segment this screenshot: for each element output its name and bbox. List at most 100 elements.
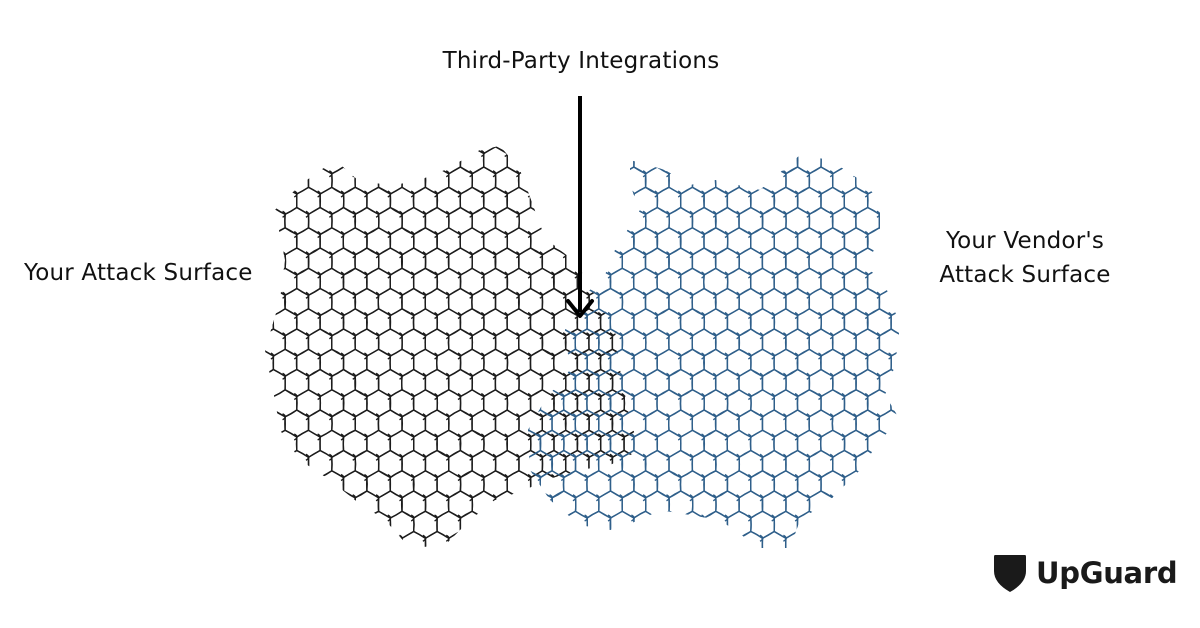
- mesh-twist: [528, 191, 531, 197]
- mesh-twist: [388, 151, 391, 157]
- mesh-cell: [517, 187, 541, 214]
- mesh-cell: [238, 167, 262, 194]
- mesh-cell: [891, 552, 915, 579]
- mesh-cell: [867, 471, 891, 498]
- mesh-cell: [261, 451, 285, 478]
- mesh-twist: [540, 171, 543, 177]
- mesh-cell: [856, 370, 880, 397]
- mesh-twist: [737, 535, 740, 541]
- mesh-cell: [868, 430, 892, 457]
- mesh-twist: [620, 576, 623, 582]
- mesh-twist: [271, 394, 274, 400]
- mesh-twist: [645, 191, 648, 197]
- mesh-cell: [774, 309, 797, 336]
- mesh-cell: [519, 532, 543, 559]
- mesh-cell: [624, 187, 648, 214]
- mesh-cell: [531, 147, 555, 174]
- mesh-cell: [716, 532, 739, 559]
- mesh-cell: [238, 208, 262, 235]
- mesh-twist: [585, 191, 588, 197]
- mesh-twist: [318, 515, 321, 521]
- mesh-cell: [645, 532, 669, 559]
- mesh-twist: [515, 434, 518, 440]
- mesh-twist: [526, 414, 529, 420]
- mesh-cell: [821, 511, 844, 538]
- mesh-twist: [633, 333, 636, 339]
- mesh-cell: [657, 552, 680, 579]
- mesh-twist: [538, 515, 541, 521]
- mesh-twist: [657, 454, 660, 460]
- mesh-cell: [856, 532, 880, 559]
- mesh-twist: [900, 211, 903, 217]
- mesh-twist: [713, 535, 716, 541]
- mesh-cell: [414, 552, 437, 579]
- mesh-cell: [320, 471, 344, 498]
- mesh-twist: [563, 576, 566, 582]
- mesh-cell: [589, 127, 612, 154]
- mesh-cell: [262, 532, 285, 559]
- mesh-twist: [259, 211, 262, 217]
- mesh-twist: [294, 556, 297, 562]
- mesh-cell: [704, 147, 727, 174]
- mesh-twist: [248, 191, 251, 197]
- mesh-cell: [611, 147, 634, 174]
- mesh-twist: [561, 191, 564, 197]
- mesh-twist: [294, 151, 297, 157]
- mesh-twist: [364, 515, 367, 521]
- mesh-cell: [332, 127, 355, 154]
- mesh-cell: [716, 127, 740, 154]
- mesh-cell: [460, 147, 484, 174]
- mesh-twist: [353, 576, 356, 582]
- mesh-twist: [737, 576, 740, 582]
- mesh-cell: [879, 208, 902, 235]
- mesh-cell: [505, 532, 528, 559]
- mesh-twist: [900, 414, 903, 420]
- mesh-twist: [526, 373, 529, 379]
- mesh-cell: [238, 370, 261, 397]
- mesh-twist: [865, 475, 868, 481]
- mesh-cell: [647, 349, 671, 376]
- mesh-cell: [262, 167, 285, 194]
- mesh-cell: [390, 147, 413, 174]
- mesh-cell: [577, 552, 600, 579]
- mesh-twist: [610, 171, 613, 177]
- mesh-cell: [437, 552, 461, 579]
- mesh-cell: [344, 552, 367, 579]
- mesh-cell: [856, 127, 879, 154]
- mesh-twist: [877, 454, 880, 460]
- mesh-twist: [912, 272, 915, 278]
- mesh-twist: [259, 333, 262, 339]
- mesh-cell: [634, 147, 657, 174]
- mesh-cell: [566, 208, 590, 235]
- mesh-twist: [528, 556, 531, 562]
- mesh-cell: [566, 127, 589, 154]
- mesh-twist: [748, 556, 751, 562]
- mesh-cell: [273, 147, 297, 174]
- mesh-twist: [608, 191, 611, 197]
- mesh-twist: [633, 576, 636, 582]
- mesh-twist: [329, 576, 332, 582]
- mesh-twist: [690, 576, 693, 582]
- mesh-twist: [271, 313, 274, 319]
- mesh-cell: [297, 147, 320, 174]
- mesh-cell: [332, 532, 356, 559]
- mesh-twist: [610, 535, 613, 541]
- mesh-twist: [516, 576, 519, 582]
- mesh-cell: [355, 532, 379, 559]
- mesh-cell: [250, 511, 274, 538]
- mesh-cell: [903, 532, 926, 559]
- mesh-cell: [484, 552, 508, 579]
- mesh-twist: [633, 535, 636, 541]
- mesh-cell: [529, 491, 553, 518]
- mesh-twist: [725, 151, 728, 157]
- mesh-cell: [238, 410, 262, 437]
- mesh-twist: [538, 191, 541, 197]
- mesh-twist: [515, 515, 518, 521]
- mesh-cell: [320, 430, 344, 457]
- mesh-cell: [727, 511, 751, 538]
- mesh-twist: [657, 373, 660, 379]
- mesh-cell: [624, 511, 648, 538]
- mesh-cell: [542, 167, 565, 194]
- mesh-twist: [561, 515, 564, 521]
- mesh-twist: [423, 576, 426, 582]
